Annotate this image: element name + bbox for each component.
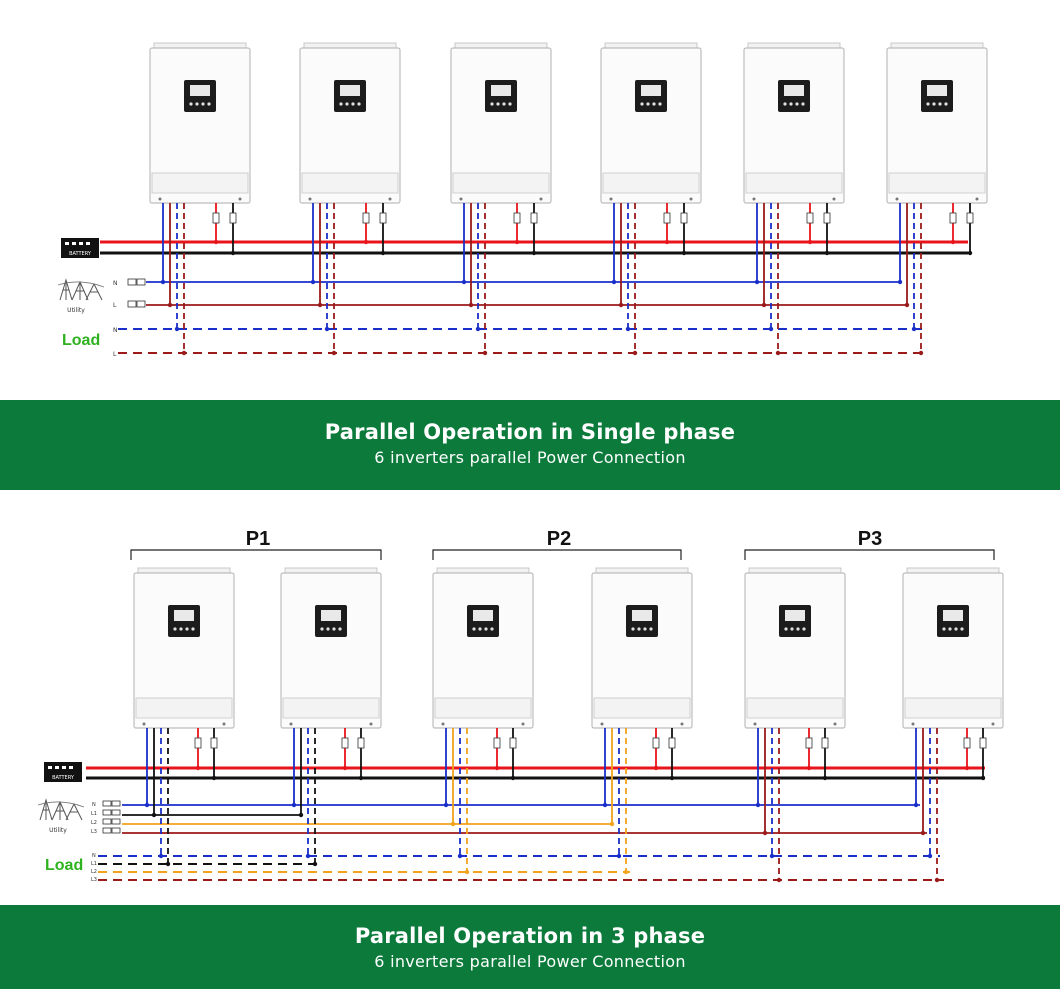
battery-label: BATTERY xyxy=(52,775,75,781)
group-p2-label: P2 xyxy=(547,528,571,550)
fuse-icon xyxy=(680,212,688,224)
fuse-icon xyxy=(493,737,501,749)
inverter-unit-4 xyxy=(600,42,702,204)
lcd-display-icon xyxy=(779,605,811,637)
battery-label: BATTERY xyxy=(69,251,92,257)
single-phase-wiring-svg: BATTERY Utility N L Load N L xyxy=(57,42,988,358)
fuse-icon xyxy=(821,737,829,749)
inverter-unit-6 xyxy=(886,42,988,204)
utility-tower-icon: Utility xyxy=(37,798,85,834)
three-phase-subtitle: 6 inverters parallel Power Connection xyxy=(374,952,686,971)
lcd-display-icon xyxy=(635,80,667,112)
load-n-label: N xyxy=(113,327,118,334)
utility-l1-label: L1 xyxy=(91,811,97,817)
utility-breaker-icon xyxy=(102,800,121,834)
utility-l3-label: L3 xyxy=(91,829,97,835)
lcd-display-icon xyxy=(485,80,517,112)
single-phase-banner: Parallel Operation in Single phase 6 inv… xyxy=(0,400,1060,490)
load-label: Load xyxy=(45,857,83,874)
lcd-display-icon xyxy=(921,80,953,112)
three-phase-wiring-svg: P1 P2 P3 BATTERY Utility xyxy=(37,528,1004,883)
fuse-icon xyxy=(979,737,987,749)
lcd-display-icon xyxy=(334,80,366,112)
single-phase-subtitle: 6 inverters parallel Power Connection xyxy=(374,448,686,467)
inverter-unit-1 xyxy=(149,42,251,204)
inverter-unit-7 xyxy=(133,567,235,729)
single-phase-diagram: BATTERY Utility N L Load N L xyxy=(0,0,1060,400)
load-l-label: L xyxy=(113,351,117,358)
utility-l-label: L xyxy=(113,302,117,309)
group-p3-label: P3 xyxy=(858,528,882,550)
inverter-unit-11 xyxy=(744,567,846,729)
fuse-icon xyxy=(362,212,370,224)
fuse-icon xyxy=(341,737,349,749)
fuse-icon xyxy=(357,737,365,749)
load-n-label: N xyxy=(92,853,96,859)
fuse-icon xyxy=(513,212,521,224)
inverter-unit-8 xyxy=(280,567,382,729)
battery-icon: BATTERY xyxy=(61,238,99,258)
fuse-icon xyxy=(805,737,813,749)
lcd-display-icon xyxy=(168,605,200,637)
fuse-icon xyxy=(663,212,671,224)
lcd-display-icon xyxy=(467,605,499,637)
fuse-icon xyxy=(668,737,676,749)
fuse-icon xyxy=(509,737,517,749)
utility-breaker-icon xyxy=(127,278,146,308)
inverter-unit-10 xyxy=(591,567,693,729)
fuse-icon xyxy=(966,212,974,224)
inverter-unit-12 xyxy=(902,567,1004,729)
inverter-unit-5 xyxy=(743,42,845,204)
fuse-icon xyxy=(229,212,237,224)
fuse-icon xyxy=(963,737,971,749)
group-p1-bracket: P1 xyxy=(130,528,382,560)
load-l1-label: L1 xyxy=(91,861,97,867)
three-phase-diagram: P1 P2 P3 BATTERY Utility xyxy=(0,490,1060,905)
fuse-icon xyxy=(530,212,538,224)
fuse-icon xyxy=(210,737,218,749)
fuse-icon xyxy=(806,212,814,224)
lcd-display-icon xyxy=(778,80,810,112)
inverter-unit-9 xyxy=(432,567,534,729)
group-p3-bracket: P3 xyxy=(744,528,995,560)
single-phase-title: Parallel Operation in Single phase xyxy=(324,420,736,444)
utility-n-label: N xyxy=(113,280,118,287)
group-p2-bracket: P2 xyxy=(432,528,682,560)
three-phase-banner: Parallel Operation in 3 phase 6 inverter… xyxy=(0,905,1060,989)
fuse-icon xyxy=(379,212,387,224)
utility-l2-label: L2 xyxy=(91,820,97,826)
lcd-display-icon xyxy=(626,605,658,637)
three-phase-title: Parallel Operation in 3 phase xyxy=(354,924,706,948)
lcd-display-icon xyxy=(184,80,216,112)
utility-label: Utility xyxy=(49,827,67,834)
lcd-display-icon xyxy=(315,605,347,637)
load-l2-label: L2 xyxy=(91,869,97,875)
load-l3-label: L3 xyxy=(91,877,97,883)
fuse-icon xyxy=(823,212,831,224)
utility-n-label: N xyxy=(92,802,96,808)
lcd-display-icon xyxy=(937,605,969,637)
battery-icon: BATTERY xyxy=(44,762,82,782)
inverter-unit-2 xyxy=(299,42,401,204)
fuse-icon xyxy=(212,212,220,224)
fuse-icon xyxy=(652,737,660,749)
load-label: Load xyxy=(62,332,100,349)
fuse-icon xyxy=(949,212,957,224)
fuse-icon xyxy=(194,737,202,749)
utility-label: Utility xyxy=(67,307,85,314)
inverter-unit-3 xyxy=(450,42,552,204)
group-p1-label: P1 xyxy=(246,528,270,550)
utility-tower-icon: Utility xyxy=(57,278,105,314)
